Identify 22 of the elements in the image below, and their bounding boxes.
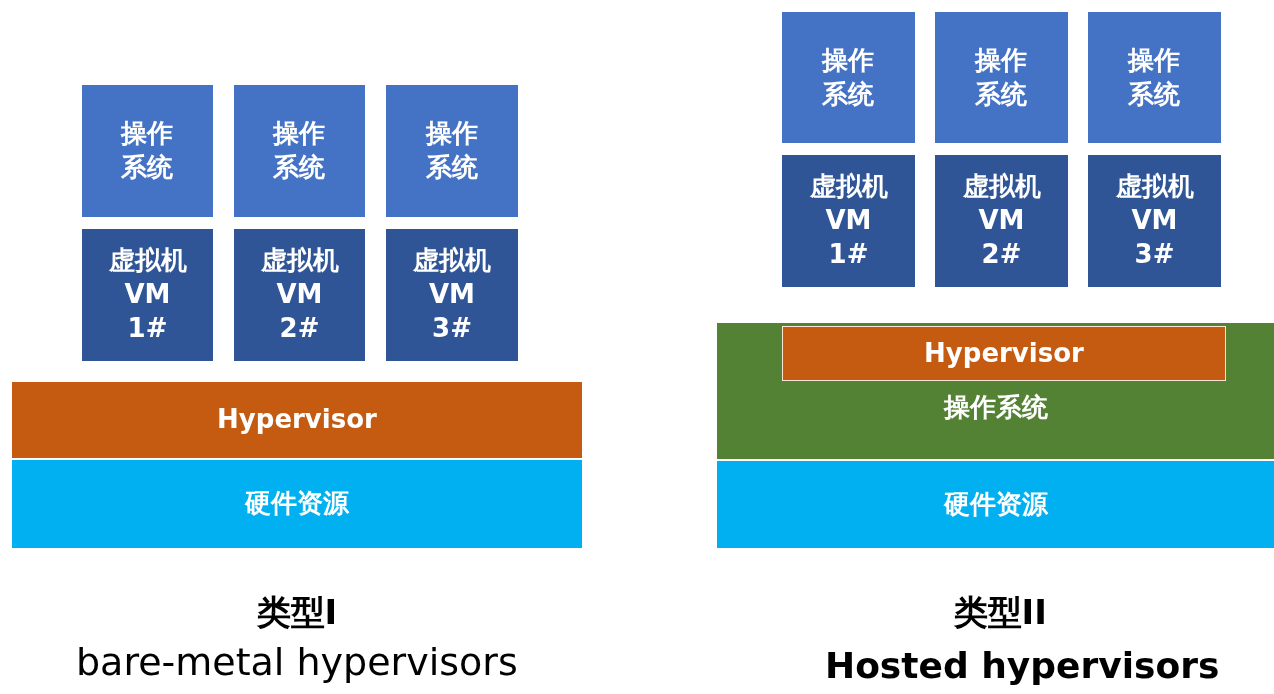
- hardware-layer: 硬件资源: [717, 461, 1274, 548]
- layer-label: 操作系统: [943, 391, 1048, 425]
- os-box: 操作系统: [935, 12, 1068, 143]
- os-box: 操作系统: [82, 85, 213, 217]
- os-box: 操作系统: [386, 85, 518, 217]
- vm-box: 虚拟机 VM 2#: [234, 229, 365, 361]
- hardware-layer: 硬件资源: [12, 460, 582, 548]
- hypervisor-layer: Hypervisor: [12, 382, 582, 458]
- type-heading: 类型II: [953, 591, 1047, 634]
- type-heading: 类型I: [256, 591, 338, 634]
- hypervisor-layer: Hypervisor: [782, 326, 1226, 381]
- vm-box: 虚拟机 VM 1#: [782, 155, 915, 287]
- vm-box: 虚拟机 VM 1#: [82, 229, 213, 361]
- subtitle: Hosted hypervisors: [825, 645, 1220, 686]
- host-os-layer: [717, 323, 1274, 459]
- os-box: 操作系统: [782, 12, 915, 143]
- vm-box: 虚拟机 VM 2#: [935, 155, 1068, 287]
- os-box: 操作系统: [234, 85, 365, 217]
- vm-box: 虚拟机 VM 3#: [386, 229, 518, 361]
- subtitle: bare-metal hypervisors: [76, 640, 518, 684]
- vm-box: 虚拟机 VM 3#: [1088, 155, 1221, 287]
- os-box: 操作系统: [1088, 12, 1221, 143]
